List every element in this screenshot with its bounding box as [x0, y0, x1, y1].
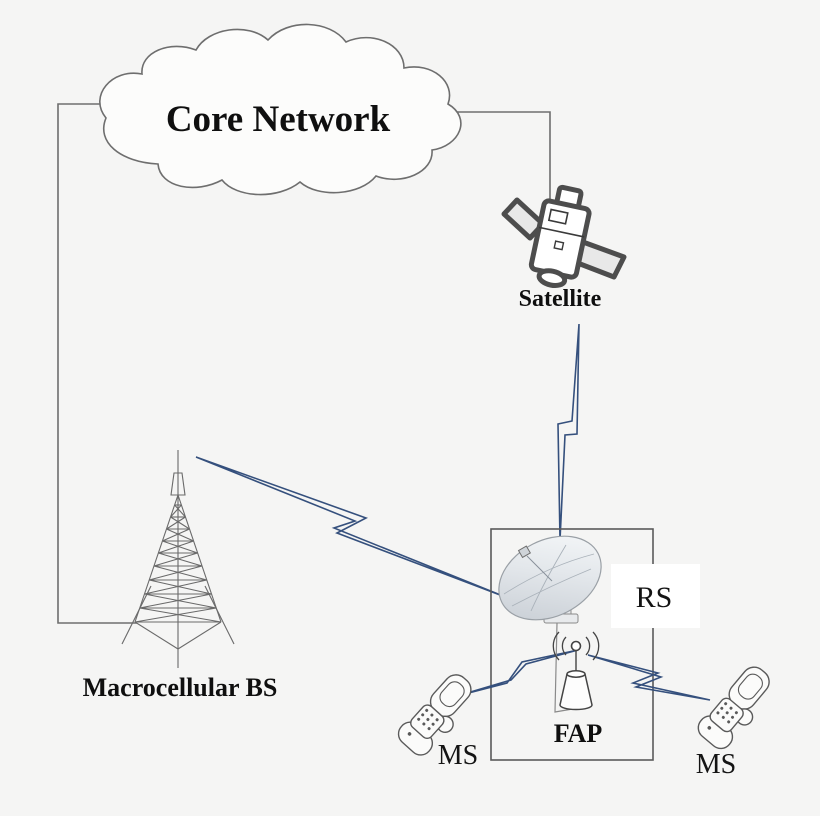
macro-bs-label: Macrocellular BS: [83, 673, 278, 702]
ms-left-node: MS: [397, 674, 478, 771]
fap-antenna-icon: [552, 631, 600, 711]
mobile-phone-right-icon: [697, 666, 770, 750]
fap-label: FAP: [554, 719, 603, 748]
wireless-link-fap-to-ms-right-icon: [587, 654, 711, 701]
macro-bs-node: Macrocellular BS: [83, 450, 278, 702]
mobile-phone-left-icon: [397, 674, 472, 756]
wired-link-core-to-satellite: [450, 111, 551, 206]
wireless-link-satellite-to-rs-icon: [557, 323, 580, 541]
ms-right-label: MS: [696, 749, 736, 780]
fap-node: FAP: [552, 631, 603, 748]
ms-left-label: MS: [438, 740, 478, 771]
satellite-label: Satellite: [519, 286, 602, 312]
wireless-link-macro-bs-to-rs-icon: [195, 456, 509, 599]
ms-right-node: MS: [696, 666, 770, 780]
rs-boundary-box: [490, 528, 654, 761]
wired-link-core-to-macro-bs: [57, 103, 137, 624]
satellite-icon: [528, 184, 592, 289]
core-network-node: Core Network: [99, 23, 462, 196]
satellite-node: Satellite: [501, 184, 627, 312]
satellite-dish-icon: [498, 535, 602, 624]
cell-tower-icon: [121, 450, 235, 668]
rs-label: RS: [636, 581, 673, 614]
core-network-label: Core Network: [166, 99, 391, 140]
rs-node: RS: [498, 535, 700, 713]
rs-label-box: [611, 564, 700, 628]
wireless-link-fap-to-ms-left-icon: [456, 649, 579, 697]
cloud-icon: [99, 23, 462, 196]
